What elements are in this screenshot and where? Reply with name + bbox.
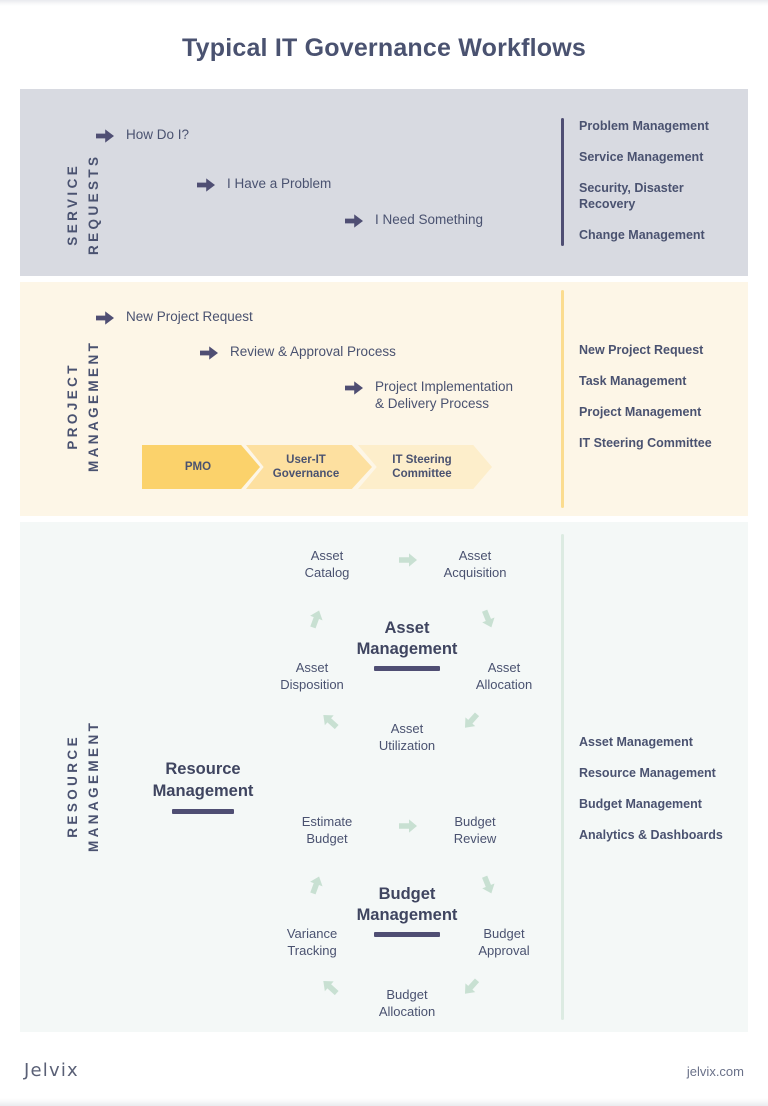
cycle-budget-management: Estimate Budget Budget Review Budget App…: [277, 806, 537, 1036]
resource-outcomes-list: [561, 534, 761, 1020]
cycle-center-underline: [374, 932, 440, 937]
cycle-node: Asset Utilization: [378, 721, 436, 753]
list-item: Problem Management: [579, 119, 709, 133]
list-accent-bar: [561, 290, 564, 508]
flow-row-how-do-i: How Do I?: [96, 126, 189, 144]
arrow-right-icon: [345, 380, 363, 396]
cycle-arrow-upper-right-icon: [477, 608, 499, 630]
flow-label: Review & Approval Process: [230, 344, 396, 359]
jelvix-logo: Jelvix: [24, 1060, 79, 1081]
cycle-asset-management: Asset Catalog Asset Acquisition Asset Al…: [277, 540, 537, 770]
section-resource-management: RESOURCE MANAGEMENT Resource Management …: [20, 522, 748, 1032]
resource-management-heading: Resource Management: [152, 760, 254, 800]
list-item: Budget Management: [579, 797, 702, 811]
list-accent-bar: [561, 118, 564, 246]
project-outcomes-items: New Project Request Task Management Proj…: [579, 342, 768, 451]
list-accent-bar: [561, 534, 564, 1020]
cycle-arrow-lower-right-icon: [460, 710, 482, 732]
cycle-arrow-upper-right-icon: [477, 874, 499, 896]
flow-row-review-approval: Review & Approval Process: [200, 343, 396, 361]
arrow-right-icon: [200, 345, 218, 361]
list-item: Change Management: [579, 228, 705, 242]
list-item: Asset Management: [579, 735, 693, 749]
flow-row-i-need-something: I Need Something: [345, 211, 483, 229]
flow-label: I Need Something: [375, 212, 484, 227]
resource-outcomes-items: Asset Management Resource Management Bud…: [579, 734, 768, 843]
cycle-node: Budget Review: [453, 814, 497, 846]
chevron-pmo: PMO: [142, 445, 260, 489]
service-outcomes-list: Problem Management Service Management Se…: [561, 118, 741, 246]
cycle-center-label: Asset Management: [356, 619, 458, 658]
arrow-right-icon: [345, 213, 363, 229]
list-item: Security, Disaster Recovery: [579, 181, 684, 211]
cycle-arrow-top-icon: [397, 549, 419, 571]
cycle-arrow-top-icon: [397, 815, 419, 837]
cycle-node: Asset Catalog: [304, 548, 350, 580]
flow-label: I Have a Problem: [227, 176, 332, 191]
cycle-arrow-lower-left-icon: [319, 710, 341, 732]
list-item: New Project Request: [579, 343, 704, 357]
list-item: Project Management: [579, 405, 702, 419]
flow-label: How Do I?: [126, 127, 190, 142]
cycle-center-label: Budget Management: [356, 885, 458, 924]
cycle-arrow-upper-left-icon: [305, 874, 327, 896]
chevron-user-it-governance: User-IT Governance: [246, 445, 372, 489]
cycle-node: Estimate Budget: [301, 814, 353, 846]
flow-row-i-have-a-problem: I Have a Problem: [197, 175, 331, 193]
governance-chevron-banner: PMO User-IT Governance IT Steering Commi…: [142, 445, 492, 489]
section-resource-vertical-label: RESOURCE MANAGEMENT: [65, 719, 101, 852]
cycle-node: Budget Allocation: [378, 987, 436, 1019]
list-item: Analytics & Dashboards: [579, 828, 723, 842]
list-item: IT Steering Committee: [579, 436, 712, 450]
page-bottom-edge: [0, 1098, 768, 1106]
project-outcomes-list: [561, 290, 751, 508]
section-project-management: PROJECT MANAGEMENT New Project Request R…: [20, 282, 748, 516]
arrow-right-icon: [96, 128, 114, 144]
cycle-arrow-lower-right-icon: [460, 976, 482, 998]
footer-website-url[interactable]: jelvix.com: [686, 1064, 744, 1079]
cycle-arrow-upper-left-icon: [305, 608, 327, 630]
section-service-vertical-label: SERVICE REQUESTS: [65, 153, 101, 255]
arrow-right-icon: [197, 177, 215, 193]
list-item: Task Management: [579, 374, 687, 388]
section-project-vertical-label: PROJECT MANAGEMENT: [65, 339, 101, 472]
arrow-right-icon: [96, 310, 114, 326]
cycle-node: Asset Disposition: [280, 660, 344, 692]
flow-row-new-project-request: New Project Request: [96, 308, 253, 326]
cycle-node: Asset Allocation: [475, 660, 533, 692]
list-item: Service Management: [579, 150, 704, 164]
cycle-center-underline: [374, 666, 440, 671]
flow-label: New Project Request: [126, 309, 253, 324]
cycle-node: Budget Approval: [478, 926, 530, 958]
cycle-arrow-lower-left-icon: [319, 976, 341, 998]
page-title: Typical IT Governance Workflows: [182, 34, 586, 62]
list-item: Resource Management: [579, 766, 716, 780]
cycle-node: Asset Acquisition: [443, 548, 507, 580]
chevron-it-steering-committee: IT Steering Committee: [358, 445, 492, 489]
page-top-edge: [0, 0, 768, 6]
flow-label: Project Implementation & Delivery Proces…: [375, 379, 514, 411]
section-service-requests: SERVICE REQUESTS How Do I? I Have a Prob…: [20, 89, 748, 276]
cycle-node: Variance Tracking: [286, 926, 338, 958]
resource-management-underline: [172, 809, 234, 814]
flow-row-project-implementation: Project Implementation & Delivery Proces…: [345, 378, 513, 412]
